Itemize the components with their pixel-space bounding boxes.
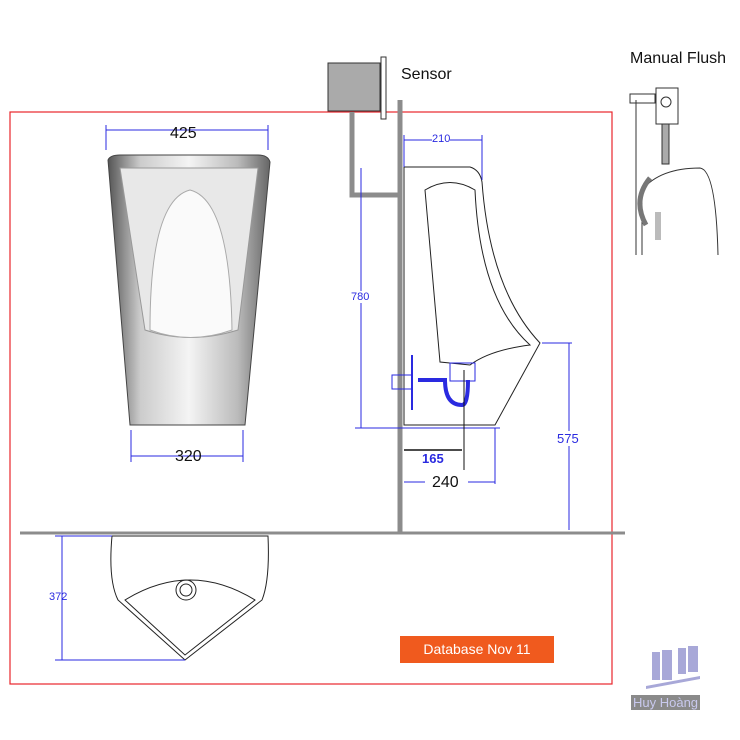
sensor-box: [327, 62, 381, 112]
drawing-frame: [9, 111, 613, 685]
dim-front-top-width: 425: [170, 125, 197, 142]
dim-side-outlet-offset: 165: [422, 451, 444, 466]
dim-side-base-depth: 240: [432, 474, 459, 491]
dim-side-outlet-height: 575: [557, 431, 579, 446]
brand-logo: [646, 646, 700, 689]
sensor-label: Sensor: [401, 66, 452, 83]
front-view: [105, 125, 271, 462]
dim-side-top-depth: 210: [432, 133, 451, 145]
dim-side-height: 780: [351, 291, 370, 303]
manual-flush-detail: [629, 87, 719, 256]
dim-front-bottom-width: 320: [175, 448, 202, 465]
brand-name: Huy Hoàng: [631, 695, 701, 710]
database-badge: Database Nov 11: [400, 636, 554, 663]
side-view: [327, 56, 572, 533]
dim-top-view-depth: 372: [49, 591, 68, 603]
manual-flush-label: Manual Flush: [630, 50, 727, 67]
top-view: [55, 535, 269, 661]
